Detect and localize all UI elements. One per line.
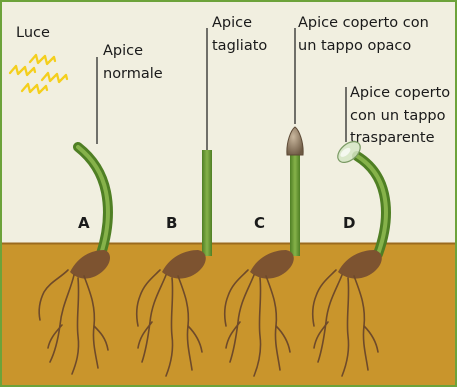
plant-letter-d: D — [343, 214, 355, 232]
plant-c-stem — [290, 152, 300, 256]
plant-letter-c: C — [254, 214, 265, 232]
light-label: Luce — [16, 25, 50, 41]
soil — [0, 243, 457, 387]
plant-letter-b: B — [166, 214, 177, 232]
plant-letter-a: A — [78, 214, 90, 232]
plant-b-stem — [202, 150, 212, 256]
